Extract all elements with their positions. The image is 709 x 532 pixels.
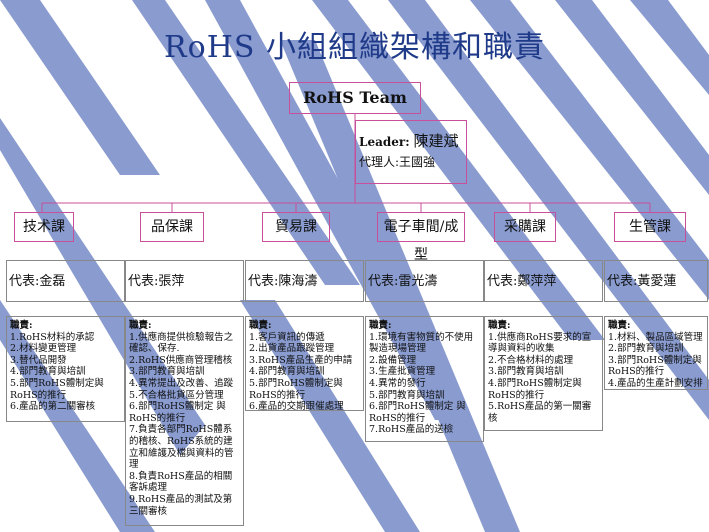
stripe <box>132 0 360 285</box>
duty-item: 5.部門RoHS體制定與 <box>10 377 104 389</box>
duty-item: 3.部門教育與培訓 <box>488 366 564 378</box>
stripe <box>470 0 709 300</box>
duty-item: 3.RoHS產品生產的申請 <box>249 354 353 366</box>
duty-item: 7.RoHS產品的送檢 <box>369 424 454 436</box>
stripe <box>240 300 420 532</box>
department-box: 采購課 <box>494 212 556 242</box>
stripe <box>280 40 520 532</box>
duty-item: 6.產品的第二關審核 <box>10 401 96 413</box>
duties-heading: 職責: <box>488 320 511 331</box>
duties-heading: 職責: <box>249 320 272 331</box>
representative-box: 代表:黃愛蓮 <box>604 260 708 302</box>
duty-item: 立和維護及檔與資料的管 <box>129 447 234 459</box>
duty-item: 2.部門教育與培訓 <box>608 343 684 355</box>
leader-box: Leader: 陳建斌 代理人:王國強 <box>355 120 467 184</box>
duty-item: 5.部門教育與培訓 <box>369 389 445 401</box>
deputy-line: 代理人:王國強 <box>359 152 466 172</box>
duty-item: 三關審核 <box>129 505 168 517</box>
department-box: 技术課 <box>14 212 74 242</box>
duty-item: 確認、保存. <box>129 343 180 355</box>
duty-item: 2.RoHS供應商管理稽核 <box>129 354 233 366</box>
leader-name: 陳建斌 <box>413 132 459 150</box>
duty-item: RoHS的推行 <box>249 389 306 401</box>
department-box: 品保課 <box>140 212 204 242</box>
duty-item: 6.部門RoHS體制定 與 <box>129 401 226 413</box>
duty-item: 3.生產批貨管理 <box>369 366 436 378</box>
duty-item: 1.環境有害物質的不使用 <box>369 331 474 343</box>
stripe <box>0 118 205 455</box>
duty-item: 客訴處理 <box>129 482 168 494</box>
representative-box: 代表:張萍 <box>125 260 244 302</box>
stripe <box>630 0 709 95</box>
duties-heading: 職責: <box>129 320 152 331</box>
duty-item: 2.不合格材料的處理 <box>488 354 574 366</box>
stripe <box>312 0 605 340</box>
duty-item: 核 <box>488 412 498 424</box>
leader-line: Leader: 陳建斌 <box>359 131 466 152</box>
team-box: RoHS Team <box>289 82 421 114</box>
duty-item: 理 <box>129 459 139 471</box>
duty-item: 5.RoHS產品的第一關審 <box>488 401 592 413</box>
duties-heading: 職責: <box>608 320 631 331</box>
page-title: RoHS 小組組織架構和職責 <box>164 30 545 65</box>
duty-item: 2.材料變更管理 <box>10 343 77 355</box>
duty-item: 4.部門RoHS體制定與 <box>488 377 582 389</box>
duty-item: 8.負責RoHS產品的相關 <box>129 470 233 482</box>
department-box: 貿易課 <box>262 212 330 242</box>
duties-heading: 職責: <box>10 320 33 331</box>
duty-item: RoHS的推行 <box>488 389 545 401</box>
duty-item: 5.不合格批貨區分管理 <box>129 389 224 401</box>
duty-item: 製造現場管理 <box>369 343 427 355</box>
department-box: 電子車間/成型 <box>377 212 465 263</box>
duty-item: 6.部門RoHS體制定 與 <box>369 401 466 413</box>
duty-item: 6.產品的交期跟催處理 <box>249 401 344 413</box>
stripe <box>555 0 709 195</box>
representative-box: 代表:鄭萍萍 <box>484 260 603 302</box>
representative-box: 代表:金磊 <box>6 260 125 302</box>
duty-item: 9.RoHS產品的測試及第 <box>129 493 233 505</box>
duty-item: 1.供應商RoHS要求的宣 <box>488 331 592 343</box>
stripe <box>388 0 709 420</box>
duty-item: 4.部門教育與培訓 <box>249 366 325 378</box>
duty-item: 3.部門教育與培訓 <box>129 366 205 378</box>
duty-item: 1.RoHS材料的承認 <box>10 331 95 343</box>
duty-item: 2.出貨產品跟蹤管理 <box>249 343 335 355</box>
duty-item: 7.負責各部門RoHS體系 <box>129 424 233 436</box>
representative-box: 代表:雷光濤 <box>365 260 484 302</box>
duty-item: 1.材料、製品區域管理 <box>608 331 703 343</box>
duty-item: RoHS的推行 <box>129 412 186 424</box>
duty-item: 導與資料的收集 <box>488 343 555 355</box>
duty-item: 4.異常的發行 <box>369 377 426 389</box>
leader-label: Leader: <box>359 135 410 149</box>
duty-item: 4.產品的生產計劃安排 <box>608 377 703 389</box>
duties-heading: 職責: <box>369 320 392 331</box>
duty-item: RoHS的推行 <box>608 366 665 378</box>
deputy-name: 王國強 <box>399 155 436 169</box>
representative-box: 代表:陳海濤 <box>245 260 364 302</box>
duty-item: 3.部門RoHS體制定與 <box>608 354 702 366</box>
duty-item: 4.異常提出及改善、追蹤 <box>129 377 234 389</box>
duty-item: 1.供應商提供檢驗報告之 <box>129 331 234 343</box>
duty-item: 4.部門教育與培訓 <box>10 366 86 378</box>
duty-item: RoHS的推行 <box>369 412 426 424</box>
duty-item: 2.設備管理 <box>369 354 417 366</box>
duty-item: 的稽核、RoHS系統的建 <box>129 435 233 447</box>
duty-item: 5.部門RoHS體制定與 <box>249 377 343 389</box>
duty-item: 1.客戶資訊的傳遞 <box>249 331 325 343</box>
deputy-label: 代理人: <box>359 155 400 169</box>
stripe <box>0 300 155 532</box>
stripe <box>0 0 160 175</box>
duty-item: RoHS的推行 <box>10 389 67 401</box>
department-box: 生管課 <box>614 212 686 242</box>
duty-item: 3.替代品開發 <box>10 354 67 366</box>
